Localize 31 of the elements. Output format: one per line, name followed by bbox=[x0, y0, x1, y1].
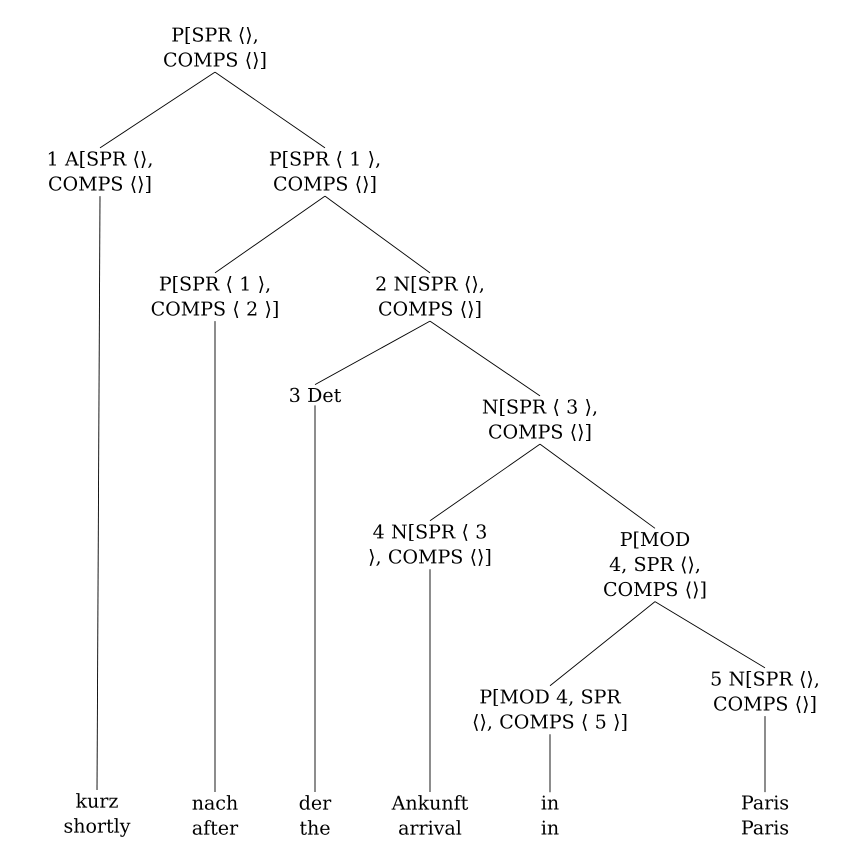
word-label: Paris Paris bbox=[742, 795, 788, 835]
word-label: kurz shortly bbox=[64, 793, 130, 837]
word-label: nach after bbox=[192, 795, 238, 835]
tree-node-label: 5 N[SPR ⟨⟩, COMPS ⟨⟩] bbox=[712, 671, 818, 713]
tree-node-label: N[SPR ⟨ 3 ⟩, COMPS ⟨⟩] bbox=[482, 399, 596, 441]
tree-branch bbox=[314, 320, 430, 386]
tree-node-label: 1 A[SPR ⟨⟩, COMPS ⟨⟩] bbox=[48, 151, 152, 193]
word-label: Ankunft arrival bbox=[392, 795, 468, 835]
tree-branch bbox=[96, 196, 100, 790]
tree-node-label: 2 N[SPR ⟨⟩, COMPS ⟨⟩] bbox=[376, 276, 484, 318]
word-label: der the bbox=[300, 795, 332, 835]
tree-node-label: P[MOD 4, SPR ⟨⟩, COMPS ⟨⟩] bbox=[604, 532, 706, 598]
tree-branch bbox=[540, 444, 656, 529]
tree-node-label: P[MOD 4, SPR ⟨⟩, COMPS ⟨ 5 ⟩] bbox=[474, 689, 626, 731]
tree-branch bbox=[214, 320, 216, 792]
tree-branch bbox=[214, 196, 326, 274]
word-label: in in bbox=[542, 796, 559, 834]
tree-node-label: 3 Det bbox=[290, 388, 342, 402]
tree-branch bbox=[324, 196, 430, 274]
tree-branch bbox=[314, 404, 316, 792]
tree-branch bbox=[214, 72, 326, 148]
tree-branch bbox=[100, 72, 216, 148]
tree-branch bbox=[430, 444, 540, 522]
tree-node-label: P[SPR ⟨⟩, COMPS ⟨⟩] bbox=[164, 27, 266, 69]
tree-branch bbox=[430, 320, 540, 396]
tree-node-label: 4 N[SPR ⟨ 3 ⟩, COMPS ⟨⟩] bbox=[370, 524, 490, 566]
tree-branch bbox=[764, 716, 766, 793]
tree-node-label: P[SPR ⟨ 1 ⟩, COMPS ⟨ 2 ⟩] bbox=[152, 276, 278, 318]
tree-branch bbox=[550, 601, 656, 686]
tree-branch bbox=[654, 601, 766, 668]
tree-node-label: P[SPR ⟨ 1 ⟩, COMPS ⟨⟩] bbox=[270, 151, 380, 193]
